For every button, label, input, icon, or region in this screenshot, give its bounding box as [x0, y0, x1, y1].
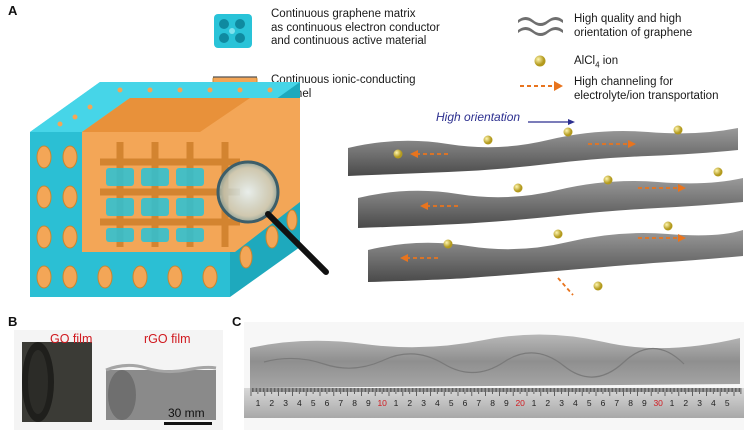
ruler-number: 1	[393, 398, 399, 408]
porous-cube-illustration	[30, 82, 329, 297]
ruler-number: 4	[711, 398, 716, 408]
ruler-number: 3	[697, 398, 702, 408]
rgo-film-label: rGO film	[144, 332, 191, 346]
ruler-number: 1	[669, 398, 675, 408]
ruler-number: 5	[724, 398, 730, 408]
ruler-number: 6	[462, 398, 468, 408]
ruler-number: 2	[269, 398, 275, 408]
legend-ion: AlCl4 ion	[574, 55, 619, 70]
ruler-number: 2	[683, 398, 689, 408]
ruler-number: 6	[600, 398, 606, 408]
ion-icon	[534, 55, 546, 67]
panel-a-label: A	[8, 3, 18, 18]
graphene-sheet-icon	[518, 17, 563, 36]
dashed-arrow-icon	[520, 81, 563, 91]
ruler-number: 2	[545, 398, 551, 408]
legend-graphene-orientation: High quality and high orientation of gra…	[574, 13, 693, 39]
go-film-label: GO film	[50, 332, 93, 346]
panel-b-label: B	[8, 314, 18, 329]
ruler-number: 4	[435, 398, 440, 408]
panel-c-label: C	[232, 314, 242, 329]
ruler-number: 9	[366, 398, 371, 408]
ruler-number: 9	[504, 398, 509, 408]
ruler-number: 8	[628, 398, 633, 408]
ruler-number: 10	[377, 398, 387, 408]
ruler-number: 1	[255, 398, 261, 408]
ruler-number: 5	[448, 398, 454, 408]
graphene-matrix-icon	[214, 14, 252, 48]
ruler-number: 7	[614, 398, 620, 408]
scale-bar-label: 30 mm	[168, 406, 205, 420]
ruler-number: 4	[573, 398, 578, 408]
ruler-number: 8	[490, 398, 495, 408]
ruler-number: 7	[338, 398, 344, 408]
ruler-number: 30	[653, 398, 663, 408]
graphene-stack-illustration	[348, 119, 743, 296]
legend-ion-channeling: High channeling for electrolyte/ion tran…	[574, 76, 719, 102]
ruler-number: 8	[352, 398, 357, 408]
ruler-number: 4	[297, 398, 302, 408]
film-rolls-image	[22, 342, 217, 422]
ruler-number: 3	[283, 398, 288, 408]
ruler-number: 7	[476, 398, 482, 408]
long-film-image	[244, 334, 744, 418]
film-photo: GO film rGO film 30 mm	[14, 330, 223, 430]
ruler-number: 2	[407, 398, 413, 408]
ruler-number: 3	[421, 398, 426, 408]
orientation-label: High orientation	[436, 110, 521, 124]
ruler-number: 20	[515, 398, 525, 408]
ruler-number: 1	[531, 398, 537, 408]
ruler-number: 5	[310, 398, 316, 408]
ruler-number: 9	[642, 398, 647, 408]
ruler-number: 6	[324, 398, 330, 408]
ruler-number: 3	[559, 398, 564, 408]
scale-bar	[164, 422, 212, 425]
ruler-number: 5	[586, 398, 592, 408]
legend-graphene-matrix: Continuous graphene matrix as continuous…	[271, 8, 440, 47]
